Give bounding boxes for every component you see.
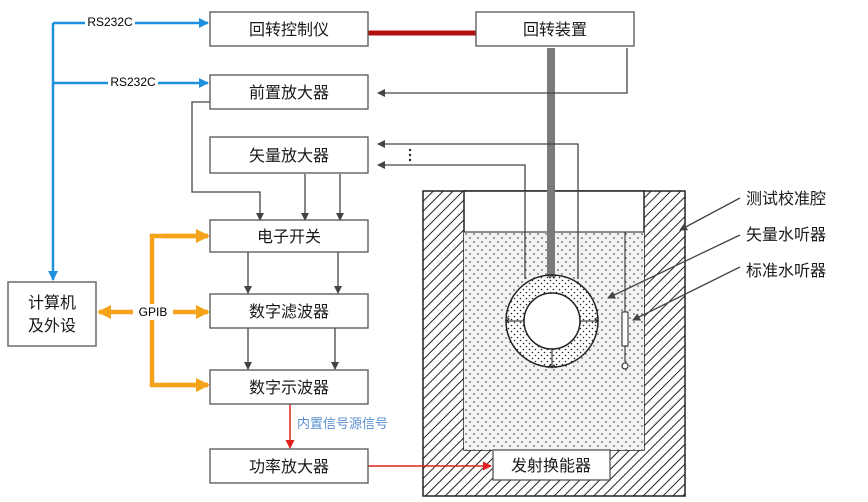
- box-digital-oscilloscope: 数字示波器: [209, 369, 369, 405]
- box-power-amp: 功率放大器: [209, 448, 369, 484]
- box-digital-filter: 数字滤波器: [209, 293, 369, 329]
- rotary-shaft: [547, 48, 555, 276]
- box-rotary-device: 回转装置: [475, 11, 635, 47]
- computer-label-line2: 及外设: [28, 316, 76, 335]
- ellipsis-dots: [408, 148, 412, 162]
- transducer-box: [492, 449, 611, 481]
- standard-hydrophone-label: 标准水听器: [746, 261, 826, 280]
- digital-oscilloscope-label: 数字示波器: [249, 378, 329, 397]
- signal-lines: [191, 48, 628, 370]
- box-computer: 计算机 及外设: [7, 281, 97, 347]
- rs232-mid-label: RS232C: [110, 75, 156, 89]
- vector-hydrophone-label: 矢量水听器: [746, 225, 826, 244]
- vector-amp-label: 矢量放大器: [249, 146, 329, 165]
- gpib-label: GPIB: [139, 305, 168, 319]
- electronic-switch-label: 电子开关: [257, 227, 321, 246]
- rs232-links: RS232C RS232C: [48, 14, 209, 281]
- box-electronic-switch: 电子开关: [209, 219, 369, 253]
- transducer-label: 发射换能器: [511, 456, 591, 475]
- preamp-label: 前置放大器: [249, 83, 329, 102]
- rotary-controller-label: 回转控制仪: [249, 20, 329, 39]
- box-rotary-controller: 回转控制仪: [209, 11, 369, 47]
- gpib-bus: GPIB: [97, 229, 210, 392]
- box-vector-amp: 矢量放大器: [209, 136, 369, 174]
- rotary-device-label: 回转装置: [523, 20, 587, 39]
- internal-signal-label: 内置信号源信号: [297, 416, 388, 432]
- pointer-labels: 测试校准腔 矢量水听器 标准水听器: [607, 189, 826, 321]
- box-preamp: 前置放大器: [209, 74, 369, 110]
- standard-hydrophone-probe: [621, 232, 629, 370]
- power-amp-label: 功率放大器: [249, 457, 329, 476]
- computer-label-line1: 计算机: [28, 293, 76, 312]
- test-chamber-label: 测试校准腔: [746, 189, 826, 208]
- digital-filter-label: 数字滤波器: [249, 302, 329, 321]
- rs232-top-label: RS232C: [87, 15, 133, 29]
- signal-source-links: 内置信号源信号: [285, 404, 492, 471]
- hydrophone-ring: [505, 274, 599, 369]
